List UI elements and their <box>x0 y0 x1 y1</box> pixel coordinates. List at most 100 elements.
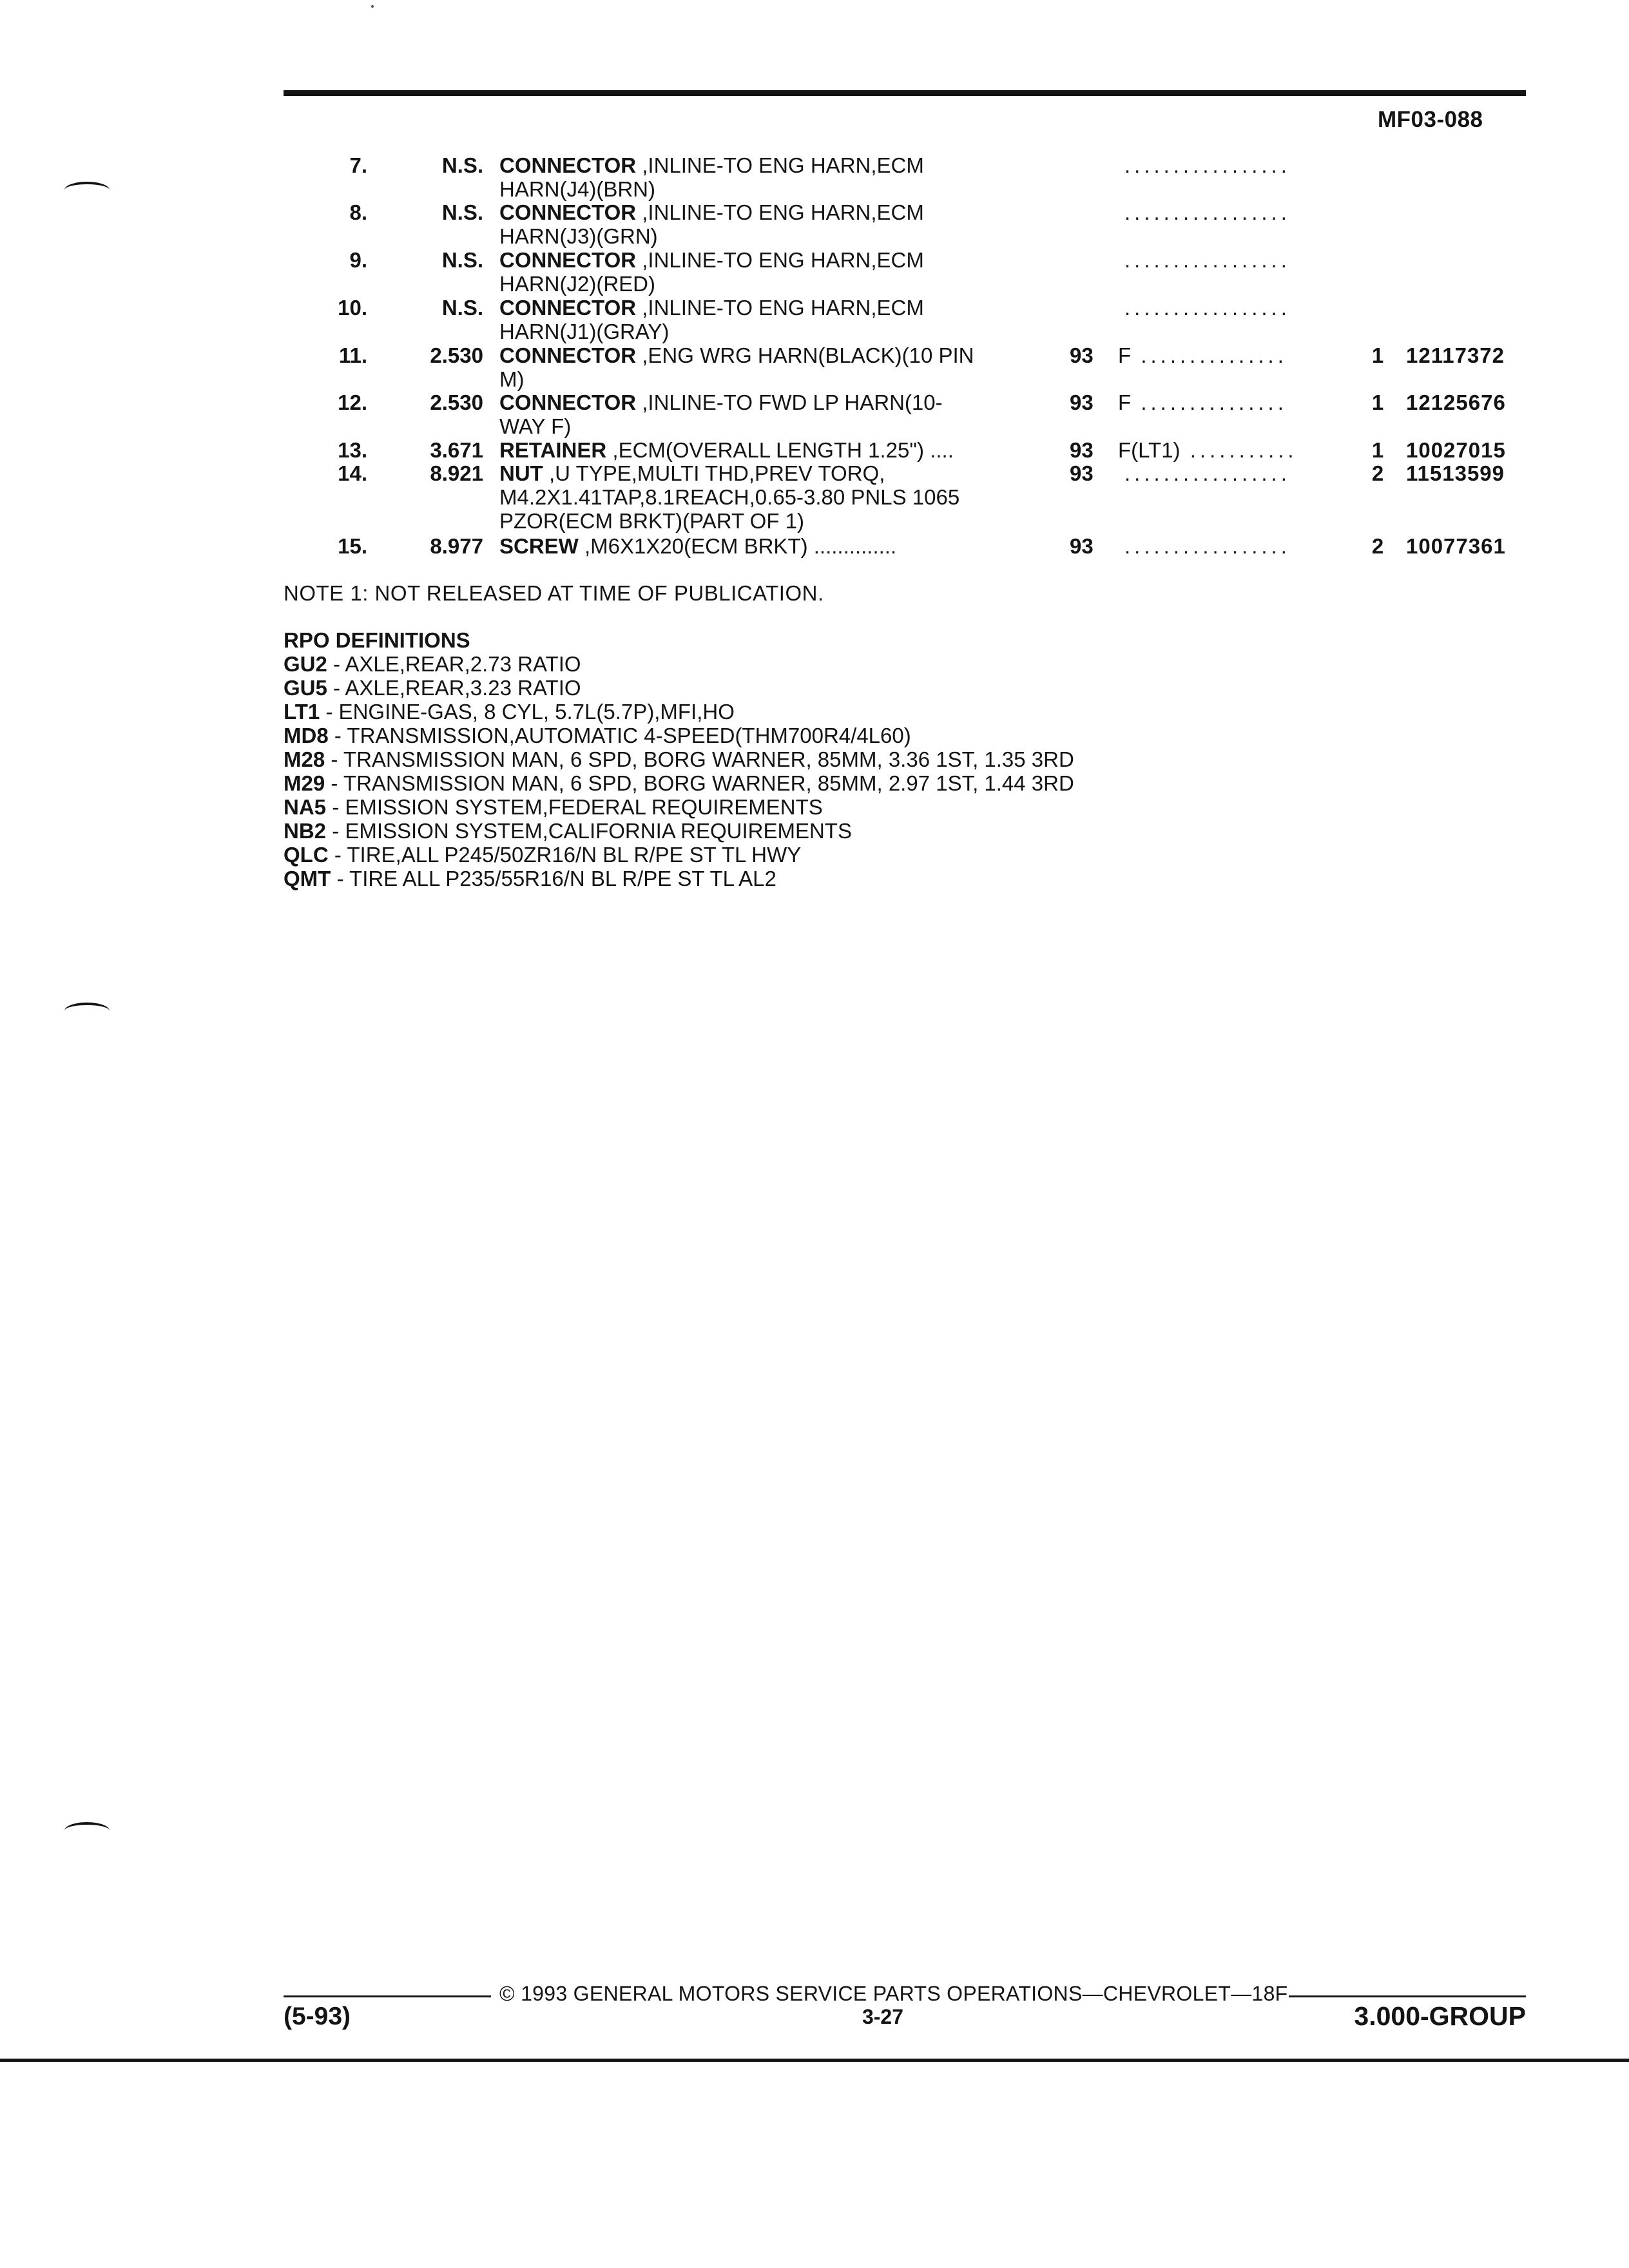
item-description: NUT ,U TYPE,MULTI THD,PREV TORQ,M4.2X1.4… <box>499 461 1034 533</box>
list-item: QLC - TIRE,ALL P245/50ZR16/N BL R/PE ST … <box>284 843 1379 867</box>
leader-dots: ............... <box>1131 343 1287 367</box>
rpo-code: MD8 <box>284 724 329 747</box>
hole-punch-mark <box>64 182 110 198</box>
leader-dots: ................. <box>1124 248 1291 272</box>
leader-dots: ................. <box>1124 153 1291 177</box>
part-detail-cont: HARN(J4)(BRN) <box>499 177 655 201</box>
page-number: 3-27 <box>862 2005 904 2028</box>
item-number: 9. <box>349 248 367 272</box>
part-number: 12117372 <box>1406 343 1505 367</box>
leader-dots: ................. <box>1124 200 1291 224</box>
part-name: CONNECTOR <box>499 390 637 414</box>
rpo-text: - ENGINE-GAS, 8 CYL, 5.7L(5.7P),MFI,HO <box>320 700 735 724</box>
part-detail: ,INLINE-TO ENG HARN,ECM <box>636 296 924 320</box>
group-number: 3.671 <box>430 438 483 462</box>
rpo-text: - AXLE,REAR,3.23 RATIO <box>327 676 581 700</box>
part-detail: ,U TYPE,MULTI THD,PREV TORQ, <box>543 461 885 485</box>
list-item: MD8 - TRANSMISSION,AUTOMATIC 4-SPEED(THM… <box>284 724 1379 747</box>
item-number: 14. <box>338 461 367 485</box>
item-description: CONNECTOR ,ENG WRG HARN(BLACK)(10 PIN M) <box>499 343 1034 391</box>
part-detail-cont: HARN(J1)(GRAY) <box>499 320 670 343</box>
leader-dots: ........... <box>1180 438 1298 462</box>
leader-dots: ................. <box>1124 534 1291 558</box>
item-number: 12. <box>338 390 367 414</box>
application-code: F <box>1118 343 1132 367</box>
application-cell: F ............... <box>1118 343 1344 367</box>
rpo-code: GU5 <box>284 676 327 700</box>
application-code: F <box>1118 390 1132 414</box>
rpo-text: - TIRE ALL P235/55R16/N BL R/PE ST TL AL… <box>331 867 776 890</box>
hole-punch-mark <box>64 1822 110 1839</box>
item-description: RETAINER ,ECM(OVERALL LENGTH 1.25") .... <box>499 438 1034 462</box>
rpo-text: - TRANSMISSION MAN, 6 SPD, BORG WARNER, … <box>325 771 1074 795</box>
rpo-code: M29 <box>284 771 325 795</box>
item-number: 8. <box>349 200 367 224</box>
part-name: CONNECTOR <box>499 296 637 320</box>
scan-speck <box>371 5 374 8</box>
group-number: N.S. <box>441 248 483 272</box>
footer-rule-left <box>284 1995 491 1997</box>
part-name: CONNECTOR <box>499 343 637 367</box>
quantity: 1 <box>1371 343 1384 367</box>
part-name: CONNECTOR <box>499 200 637 224</box>
quantity: 2 <box>1371 534 1384 558</box>
group-number: 8.921 <box>430 461 483 485</box>
group-number: 2.530 <box>430 343 483 367</box>
quantity: 2 <box>1371 461 1384 485</box>
part-number: 12125676 <box>1406 390 1506 414</box>
part-name: NUT <box>499 461 543 485</box>
header-rule <box>284 90 1526 96</box>
model-year: 93 <box>1070 438 1094 462</box>
item-number: 13. <box>338 438 367 462</box>
group-number: N.S. <box>441 153 483 177</box>
quantity: 1 <box>1371 438 1384 462</box>
model-year: 93 <box>1070 534 1094 558</box>
group-number: N.S. <box>441 296 483 320</box>
rpo-code: NB2 <box>284 819 327 843</box>
group-number: 2.530 <box>430 390 483 414</box>
list-item: LT1 - ENGINE-GAS, 8 CYL, 5.7L(5.7P),MFI,… <box>284 700 1379 724</box>
model-year: 93 <box>1070 390 1094 414</box>
leader-dots: ................. <box>1124 461 1291 485</box>
application-code: F(LT1) <box>1118 438 1181 462</box>
part-detail-cont: M4.2X1.41TAP,8.1REACH,0.65-3.80 PNLS 106… <box>499 485 960 509</box>
part-detail: ,INLINE-TO ENG HARN,ECM <box>636 153 924 177</box>
footer-rule-right <box>1289 1995 1526 1997</box>
part-detail: ,M6X1X20(ECM BRKT) .............. <box>578 534 897 558</box>
list-item: M29 - TRANSMISSION MAN, 6 SPD, BORG WARN… <box>284 771 1379 795</box>
part-name: CONNECTOR <box>499 153 637 177</box>
part-detail-cont: M) <box>499 367 525 391</box>
rpo-text: - TRANSMISSION MAN, 6 SPD, BORG WARNER, … <box>325 747 1074 771</box>
rpo-text: - TIRE,ALL P245/50ZR16/N BL R/PE ST TL H… <box>328 843 802 867</box>
part-name: RETAINER <box>499 438 607 462</box>
part-detail: ,INLINE-TO ENG HARN,ECM <box>636 248 924 272</box>
list-item: NB2 - EMISSION SYSTEM,CALIFORNIA REQUIRE… <box>284 819 1379 843</box>
rpo-code: QMT <box>284 867 331 890</box>
rpo-title: RPO DEFINITIONS <box>284 628 470 652</box>
model-year: 93 <box>1070 343 1094 367</box>
list-item: NA5 - EMISSION SYSTEM,FEDERAL REQUIREMEN… <box>284 795 1379 819</box>
group-number: 8.977 <box>430 534 483 558</box>
part-detail-cont: WAY F) <box>499 414 572 438</box>
part-detail-cont: PZOR(ECM BRKT)(PART OF 1) <box>499 509 805 533</box>
hole-punch-mark <box>64 1003 110 1019</box>
item-description: SCREW ,M6X1X20(ECM BRKT) .............. <box>499 534 1034 558</box>
part-detail-cont: HARN(J2)(RED) <box>499 272 655 296</box>
bottom-rule <box>0 2059 1629 2062</box>
part-detail: ,ENG WRG HARN(BLACK)(10 PIN <box>636 343 974 367</box>
rpo-text: - TRANSMISSION,AUTOMATIC 4-SPEED(THM700R… <box>328 724 911 747</box>
item-number: 11. <box>338 343 367 367</box>
rpo-code: LT1 <box>284 700 320 724</box>
rpo-code: M28 <box>284 747 325 771</box>
list-item: QMT - TIRE ALL P235/55R16/N BL R/PE ST T… <box>284 867 1379 890</box>
application-cell: F(LT1) ........... <box>1118 438 1344 462</box>
list-item: GU2 - AXLE,REAR,2.73 RATIO <box>284 652 1379 676</box>
item-description: CONNECTOR ,INLINE-TO FWD LP HARN(10-WAY … <box>499 390 1034 438</box>
quantity: 1 <box>1371 390 1384 414</box>
item-number: 7. <box>349 153 367 177</box>
item-number: 10. <box>338 296 367 320</box>
